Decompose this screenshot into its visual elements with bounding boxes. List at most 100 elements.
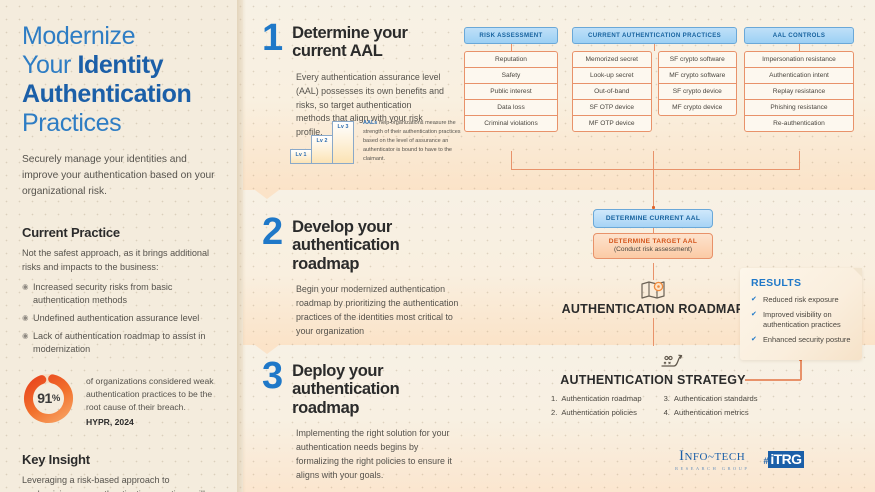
info-tech-logo: INFO~TECH RESEARCH GROUP xyxy=(675,448,749,471)
card-stem xyxy=(798,43,800,51)
strategy-label: Authentication roadmap xyxy=(561,394,642,403)
table-row[interactable]: Memorized secret xyxy=(573,52,651,68)
list-item: Increased security risks from basic auth… xyxy=(22,281,221,307)
connector-pill-link xyxy=(653,226,654,234)
logo-group: INFO~TECH RESEARCH GROUP # iTRG xyxy=(675,448,805,471)
list-item: 3.Authentication standards xyxy=(664,392,758,406)
table-row[interactable]: MF crypto device xyxy=(672,104,723,112)
current-practice-intro: Not the safest approach, as it brings ad… xyxy=(22,248,210,272)
band-notch-2 xyxy=(255,345,279,354)
step-3-body: Implementing the right solution for your… xyxy=(296,428,452,480)
aal-note-text: help organizations measure the strength … xyxy=(363,120,461,162)
step-3-header: 3 Deploy your authentication roadmap xyxy=(262,357,462,417)
pill-determine-current-aal[interactable]: DETERMINE CURRENT AAL xyxy=(593,209,713,228)
info-tech-lead: I xyxy=(679,448,685,464)
connector-strategy-horizontal xyxy=(745,379,801,381)
table-row[interactable]: Data loss xyxy=(465,100,557,117)
list-item: Reduced risk exposure xyxy=(751,295,851,306)
connector-strategy-vertical xyxy=(800,360,802,380)
connector-bracket xyxy=(511,151,800,170)
table-row[interactable]: Reputation xyxy=(465,52,557,68)
card-current-practices-heading[interactable]: CURRENT AUTHENTICATION PRACTICES xyxy=(572,27,737,44)
itrg-mark: iTRG xyxy=(768,451,805,468)
stair-level-2: Lv 2 xyxy=(311,135,333,164)
page-subtitle: Securely manage your identities and impr… xyxy=(22,154,215,197)
table-row[interactable]: Re-authentication xyxy=(773,120,825,128)
card-current-authentication-practices: CURRENT AUTHENTICATION PRACTICES Memoriz… xyxy=(572,27,737,133)
card-column: Impersonation resistance Authentication … xyxy=(744,50,854,133)
table-row[interactable]: Out-of-band xyxy=(573,84,651,101)
table-row[interactable]: SF crypto device xyxy=(658,84,736,101)
strategy-number: 4. xyxy=(663,408,670,418)
table-row[interactable]: SF OTP device xyxy=(573,100,651,117)
table-row[interactable]: Public interest xyxy=(465,84,557,101)
card-risk-assessment: RISK ASSESSMENT Reputation Safety Public… xyxy=(464,27,558,133)
step-2-block: 2 Develop your authentication roadmap Be… xyxy=(262,213,462,339)
band-notch-1 xyxy=(255,190,279,199)
connector-to-roadmap xyxy=(653,263,654,280)
strategy-number: 1. xyxy=(551,394,558,403)
roadmap-icon xyxy=(640,280,666,305)
pill-target-title: DETERMINE TARGET AAL xyxy=(608,238,698,245)
card-risk-assessment-columns: Reputation Safety Public interest Data l… xyxy=(464,50,558,133)
page-title: Modernize Your Identity Authentication P… xyxy=(22,22,221,138)
list-item: Improved visibility on authentication pr… xyxy=(751,310,851,331)
stat-text: of organizations considered weak authent… xyxy=(86,375,214,412)
card-aal-controls-heading[interactable]: AAL CONTROLS xyxy=(744,27,854,44)
key-insight-heading: Key Insight xyxy=(22,452,90,468)
list-item: 4.Authentication metrics xyxy=(664,406,758,420)
pill-determine-target-aal[interactable]: DETERMINE TARGET AAL (Conduct risk asses… xyxy=(593,233,713,259)
stat-description: of organizations considered weak authent… xyxy=(86,372,221,429)
table-row[interactable]: Replay resistance xyxy=(745,84,853,101)
card-risk-assessment-heading[interactable]: RISK ASSESSMENT xyxy=(464,27,558,44)
card-current-practices-columns: Memorized secret Look-up secret Out-of-b… xyxy=(572,50,737,133)
step-1-title-line1: Determine your xyxy=(292,24,408,42)
table-row[interactable]: MF OTP device xyxy=(588,120,635,128)
results-card: RESULTS Reduced risk exposure Improved v… xyxy=(740,268,862,360)
panel-edge-shadow xyxy=(237,0,246,492)
card-aal-controls: AAL CONTROLS Impersonation resistance Au… xyxy=(744,27,854,133)
table-row[interactable]: Criminal violations xyxy=(484,120,538,128)
strategy-label: Authentication policies xyxy=(561,408,637,418)
donut-svg xyxy=(24,373,73,423)
connector-roadmap-to-strategy xyxy=(653,318,654,346)
authentication-roadmap-label: AUTHENTICATION ROADMAP xyxy=(561,302,745,316)
key-insight-body: Leveraging a risk-based approach to mode… xyxy=(22,475,205,492)
results-list: Reduced risk exposure Improved visibilit… xyxy=(751,295,851,346)
title-line-2a: Your xyxy=(22,51,78,79)
title-line-4: Practices xyxy=(22,109,122,137)
step-2-body: Begin your modernized authentication roa… xyxy=(296,284,459,336)
table-row[interactable]: Look-up secret xyxy=(573,68,651,84)
card-stem xyxy=(654,43,655,51)
donut-number: 91 xyxy=(37,390,52,407)
strategy-list-right: 3.Authentication standards 4.Authenticat… xyxy=(664,392,758,421)
pill-target-sub: (Conduct risk assessment) xyxy=(613,246,693,253)
aal-stairs-graphic: Lv 1 Lv 2 Lv 3 AALs help organizations m… xyxy=(290,116,463,164)
aal-note: AALs help organizations measure the stre… xyxy=(363,116,463,164)
list-item: 1.Authentication roadmap xyxy=(551,392,642,406)
current-practice-heading: Current Practice xyxy=(22,225,120,241)
list-item: Enhanced security posture xyxy=(751,335,851,346)
table-row[interactable]: MF crypto software xyxy=(658,68,736,84)
table-row[interactable]: SF crypto software xyxy=(658,52,736,68)
card-column: Reputation Safety Public interest Data l… xyxy=(464,50,558,133)
table-row[interactable]: Authentication intent xyxy=(745,68,853,84)
step-3-title: Deploy your authentication roadmap xyxy=(292,360,462,417)
list-item: 2.Authentication policies xyxy=(551,406,642,420)
step-1-block: 1 Determine your current AAL Every authe… xyxy=(262,19,447,140)
stat-block: 91% of organizations considered weak aut… xyxy=(22,372,221,429)
card-aal-controls-columns: Impersonation resistance Authentication … xyxy=(744,50,854,133)
table-row[interactable]: Phishing resistance xyxy=(745,100,853,117)
strategy-number: 2. xyxy=(551,408,558,418)
results-heading: RESULTS xyxy=(751,277,802,289)
table-row[interactable]: Impersonation resistance xyxy=(745,52,853,68)
info-tech-main: NFO~TECH xyxy=(684,451,746,463)
aal-note-bold: AALs xyxy=(363,120,378,126)
step-2-title-line1: Develop your xyxy=(292,218,392,236)
strategy-list-left: 1.Authentication roadmap 2.Authenticatio… xyxy=(551,392,642,421)
info-tech-tagline: RESEARCH GROUP xyxy=(675,466,750,471)
strategy-label: Authentication standards xyxy=(673,394,758,403)
table-row[interactable]: Safety xyxy=(465,68,557,84)
card-column: SF crypto software MF crypto software SF… xyxy=(657,50,737,117)
